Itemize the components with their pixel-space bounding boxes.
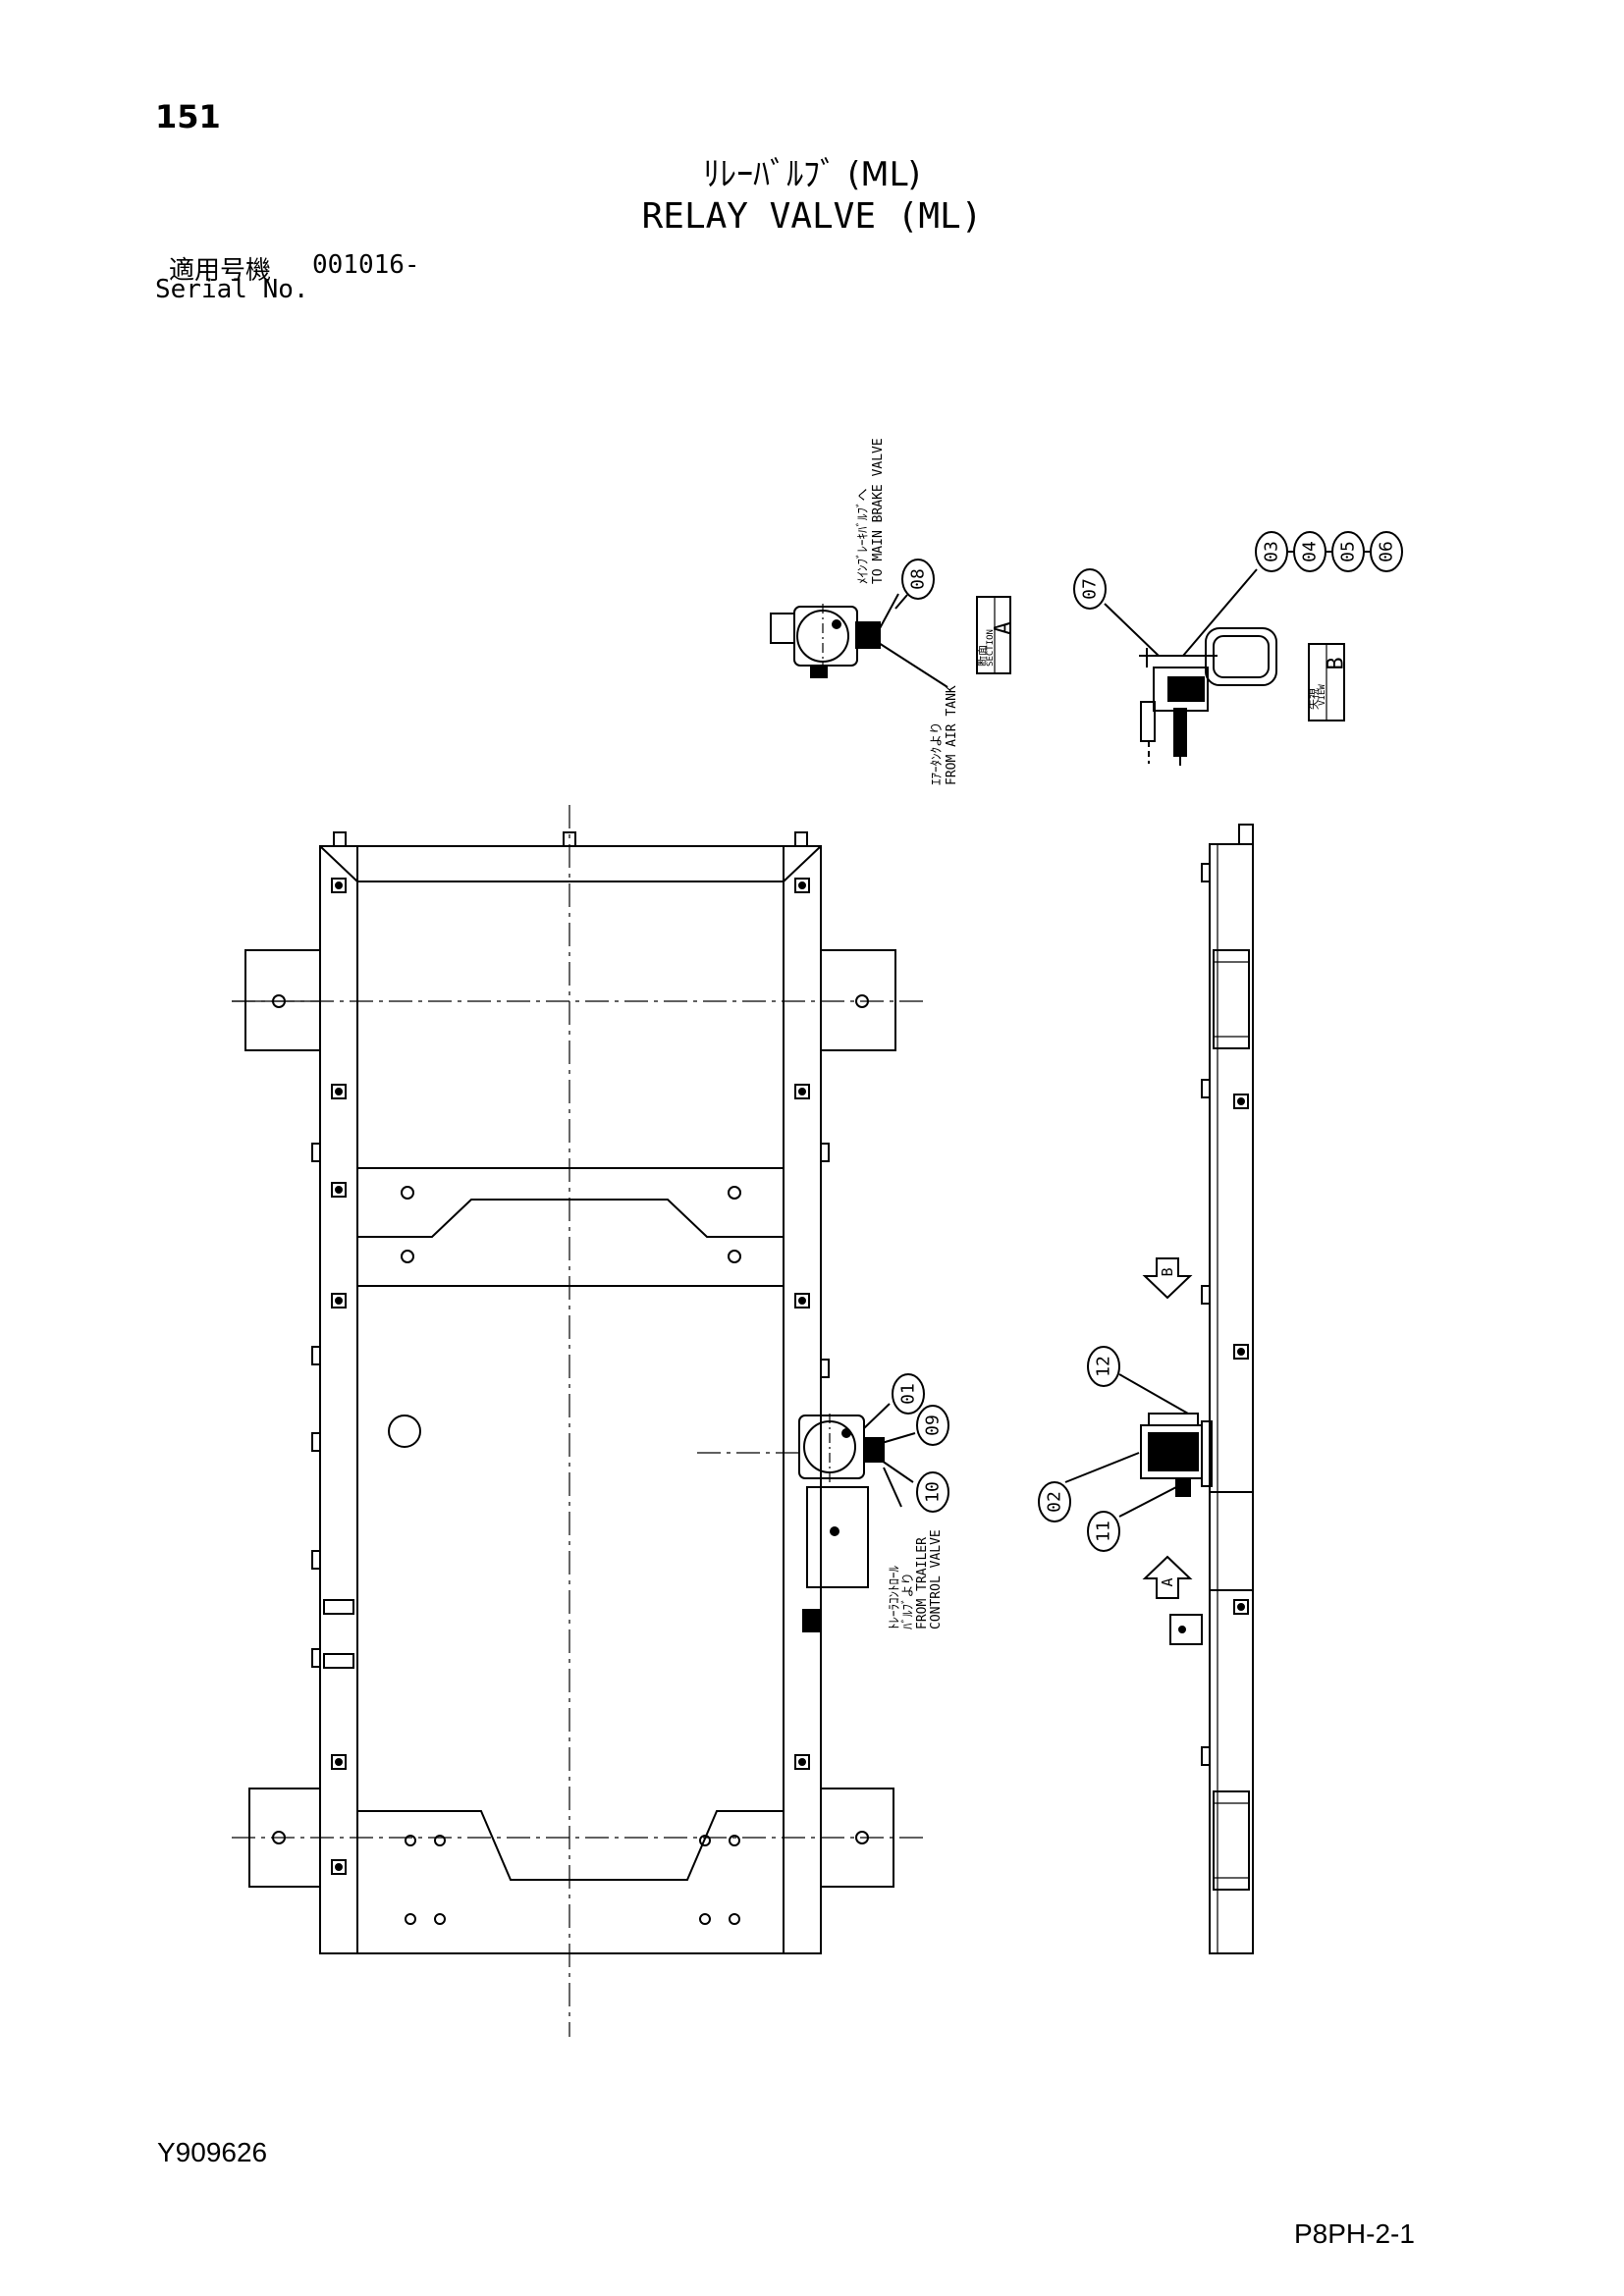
- view-arrow-b: B: [1142, 1257, 1193, 1300]
- callout-10: 10: [916, 1471, 949, 1513]
- callout-05: 05: [1331, 531, 1365, 572]
- document-code: Y909626: [157, 2137, 268, 2167]
- callout-08-label: 08: [908, 568, 929, 590]
- callout-10-label: 10: [923, 1481, 944, 1503]
- note-to-main-brake-valve-jp: ﾒｲﾝﾌﾞﾚｰｷﾊﾞﾙﾌﾞへ: [856, 488, 871, 584]
- note-trailer-en-1: FROM TRAILER: [915, 1537, 930, 1629]
- serial-label-english: Serial No.: [155, 275, 309, 304]
- plan-view-frame: 01 09 10 ﾄﾚｰﾗｺﾝﾄﾛｰﾙ ﾊﾞﾙﾌﾞより FROM TRAILER…: [232, 805, 949, 2037]
- callout-04-label: 04: [1300, 541, 1321, 562]
- view-arrow-b-letter: B: [1159, 1267, 1176, 1276]
- section-arrow-a: A: [1142, 1555, 1193, 1599]
- callout-06: 06: [1370, 531, 1403, 572]
- callout-02: 02: [1038, 1481, 1071, 1522]
- section-a-jp: 断面: [975, 645, 989, 667]
- callout-07: 07: [1073, 568, 1107, 610]
- serial-label-japanese: 適用号機: [169, 256, 272, 286]
- note-trailer-en-2: CONTROL VALVE: [929, 1529, 944, 1629]
- page-code: P8PH-2-1: [1294, 2218, 1415, 2249]
- callout-09-label: 09: [923, 1415, 944, 1436]
- callout-01: 01: [892, 1373, 925, 1415]
- note-to-main-brake-valve-en: TO MAIN BRAKE VALVE: [871, 438, 886, 584]
- callout-09: 09: [916, 1405, 949, 1446]
- callout-02-label: 02: [1045, 1491, 1065, 1513]
- serial-value: 001016-: [312, 250, 420, 280]
- callout-04: 04: [1293, 531, 1326, 572]
- view-b-jp: 矢視: [1307, 688, 1321, 710]
- page-number: 151: [155, 98, 221, 135]
- callout-12: 12: [1087, 1346, 1120, 1387]
- callout-03: 03: [1255, 531, 1288, 572]
- title-japanese: ﾘﾚｰﾊﾞﾙﾌﾞ (ML): [703, 155, 921, 194]
- section-arrow-a-letter: A: [1159, 1577, 1176, 1586]
- section-a-letter: A: [992, 621, 1016, 634]
- title-english: RELAY VALVE (ML): [641, 196, 983, 237]
- callout-01-label: 01: [898, 1383, 919, 1405]
- section-a-label: A 断面 SECTION: [975, 596, 1016, 674]
- callout-12-label: 12: [1094, 1356, 1114, 1377]
- callout-03-label: 03: [1262, 541, 1282, 562]
- note-from-air-tank-en: FROM AIR TANK: [945, 685, 959, 785]
- note-trailer-jp-2: ﾊﾞﾙﾌﾞより: [901, 1573, 916, 1629]
- callout-08: 08: [894, 559, 935, 610]
- callout-11: 11: [1087, 1511, 1120, 1552]
- view-b-detail: 07 03 04 05 06 B 矢視 VIEW: [1073, 531, 1403, 766]
- note-from-air-tank-jp: ｴｱｰﾀﾝｸより: [930, 721, 945, 785]
- callout-05-label: 05: [1338, 541, 1359, 562]
- view-b-label: B 矢視 VIEW: [1307, 643, 1349, 721]
- view-b-en: VIEW: [1318, 684, 1327, 706]
- note-trailer-jp-1: ﾄﾚｰﾗｺﾝﾄﾛｰﾙ: [888, 1566, 902, 1630]
- callout-11-label: 11: [1094, 1521, 1114, 1542]
- view-b-letter: B: [1325, 657, 1349, 669]
- section-a-detail: 08 ﾒｲﾝﾌﾞﾚｰｷﾊﾞﾙﾌﾞへ TO MAIN BRAKE VALVE ｴｱ…: [770, 438, 1016, 785]
- callout-07-label: 07: [1080, 578, 1101, 600]
- side-view: 12 02 11 B A: [1038, 824, 1254, 1954]
- section-a-en: SECTION: [986, 629, 996, 667]
- callout-06-label: 06: [1377, 541, 1397, 562]
